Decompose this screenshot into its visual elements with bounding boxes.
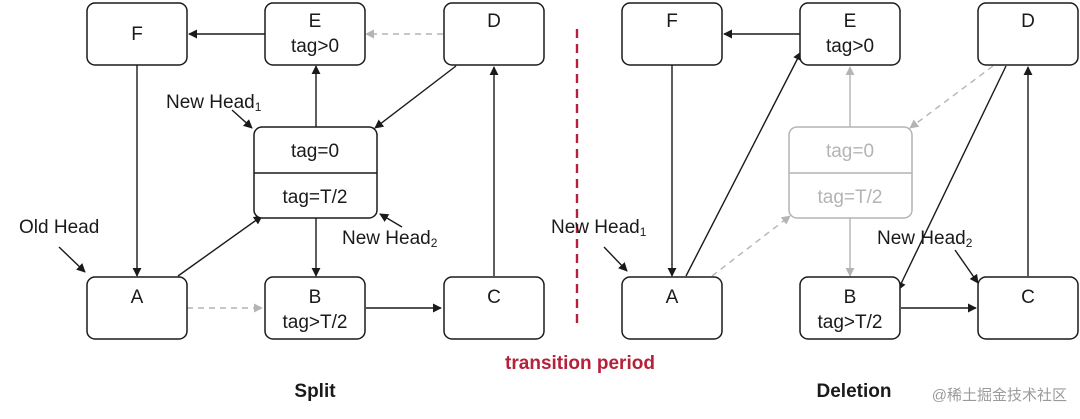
node-merged-top: tag=0 (291, 141, 339, 162)
caption-split: Split (294, 381, 336, 402)
node-f: F (86, 2, 188, 66)
node-c-label: C (487, 287, 501, 308)
node-d-label: D (487, 11, 501, 32)
pointer-old-head (58, 246, 86, 273)
node-a-2: A (621, 276, 723, 340)
node-b-2: B tag>T/2 (799, 276, 901, 340)
node-b: B tag>T/2 (264, 276, 366, 340)
label-new-head-2: New Head2 (342, 228, 438, 250)
node-b-2-label: B (844, 287, 857, 308)
node-merged-2-bottom: tag=T/2 (818, 187, 883, 208)
label-new-head-1: New Head1 (166, 92, 262, 114)
split-diagram: F E tag>0 D tag=0 tag=T/2 A B tag>T/2 (19, 2, 545, 402)
deletion-edges (603, 29, 1033, 313)
node-d: D (443, 2, 545, 66)
node-d-2: D (977, 2, 1079, 66)
node-a-label: A (131, 287, 144, 308)
edge-d-to-merged (374, 65, 457, 129)
node-e-2: E tag>0 (799, 2, 901, 66)
node-f-label: F (131, 24, 143, 45)
edge-a-to-merged (177, 215, 263, 277)
node-c-2-label: C (1021, 287, 1035, 308)
node-e-2-tag: tag>0 (826, 36, 874, 57)
edge-d-to-b-2 (897, 65, 1007, 291)
caption-deletion: Deletion (817, 381, 892, 402)
pointer-new-head-1-2 (603, 246, 628, 272)
deletion-diagram: F E tag>0 D tag=0 tag=T/2 A B tag>T/2 (551, 2, 1079, 402)
split-edges (58, 29, 499, 313)
node-b-label: B (309, 287, 322, 308)
node-a: A (86, 276, 188, 340)
node-d-2-label: D (1021, 11, 1035, 32)
label-new-head-2-2: New Head2 (877, 228, 973, 250)
pointer-new-head-2 (379, 213, 403, 228)
node-merged-bottom: tag=T/2 (283, 187, 348, 208)
node-b-2-tag: tag>T/2 (818, 312, 883, 333)
node-e-label: E (309, 11, 322, 32)
label-new-head-1-2: New Head1 (551, 217, 647, 239)
node-merged: tag=0 tag=T/2 (253, 126, 378, 219)
node-c: C (443, 276, 545, 340)
watermark-text: @稀土掘金技术社区 (932, 387, 1067, 404)
edge-a-to-e-2 (685, 51, 802, 277)
node-e: E tag>0 (264, 2, 366, 66)
node-a-2-label: A (666, 287, 679, 308)
edge-a-to-merged-2-dashed (711, 215, 791, 277)
pointer-new-head-2-2 (954, 249, 979, 284)
node-merged-2-faded: tag=0 tag=T/2 (788, 126, 913, 219)
node-merged-2-top: tag=0 (826, 141, 874, 162)
node-e-2-label: E (844, 11, 857, 32)
caption-transition-period: transition period (505, 353, 655, 374)
node-b-tag: tag>T/2 (283, 312, 348, 333)
node-e-tag: tag>0 (291, 36, 339, 57)
node-f-2-label: F (666, 11, 678, 32)
node-f-2: F (621, 2, 723, 66)
label-old-head: Old Head (19, 217, 99, 238)
pointer-new-head-1 (231, 109, 253, 129)
node-c-2: C (977, 276, 1079, 340)
